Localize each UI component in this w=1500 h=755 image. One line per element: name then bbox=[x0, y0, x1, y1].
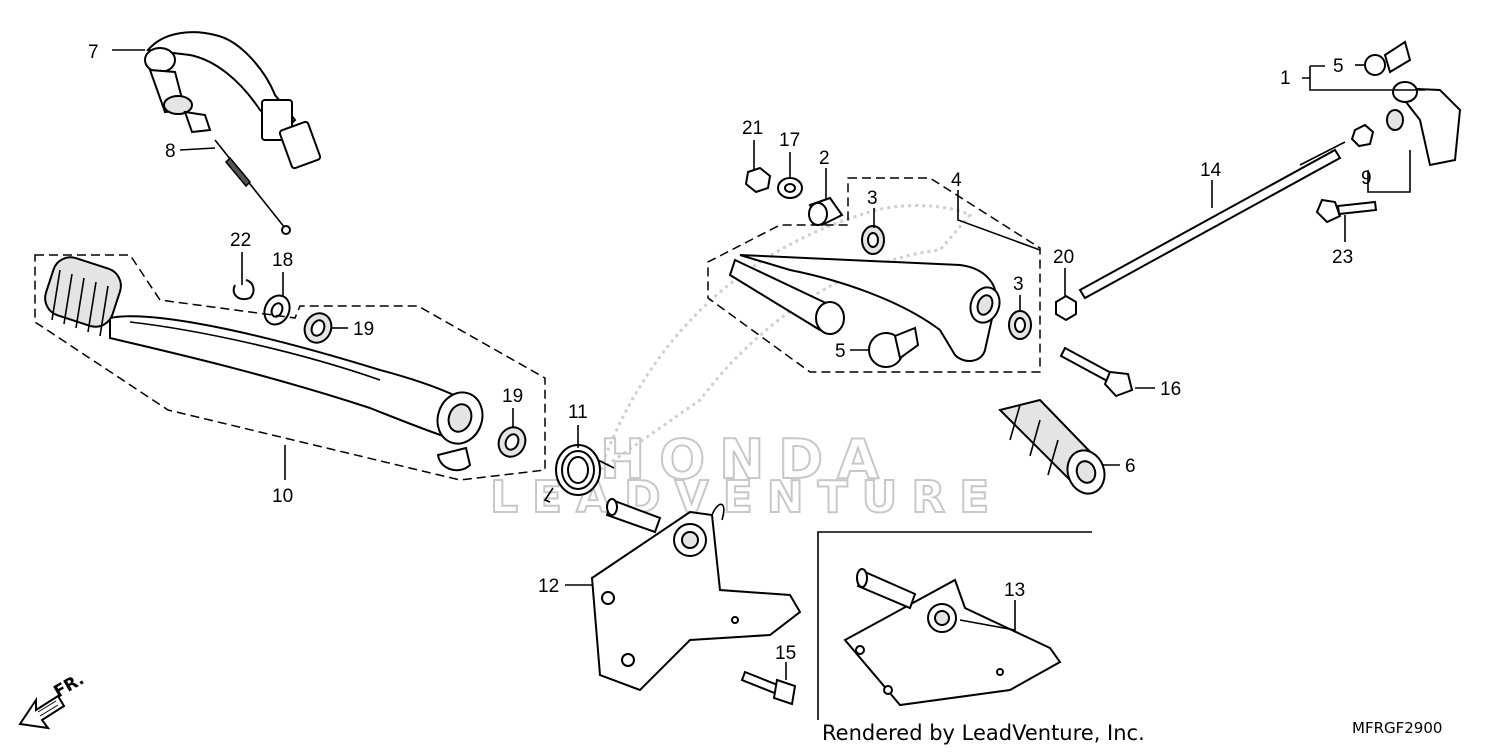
part-9-nut bbox=[1350, 123, 1375, 148]
part-5-rod-end-top bbox=[1364, 40, 1412, 76]
part-3-bushing-right bbox=[1008, 310, 1032, 340]
part-15-bolt bbox=[740, 670, 797, 706]
part-1-joint bbox=[1386, 81, 1462, 167]
part-5-rod-end-center bbox=[868, 326, 920, 368]
callout-labels: 1 2 3 3 4 5 5 6 7 8 9 10 11 12 13 14 15 … bbox=[88, 42, 1372, 664]
callout-5-top: 5 bbox=[1333, 56, 1344, 77]
callout-3-right: 3 bbox=[1013, 274, 1024, 295]
part-19-seal-top bbox=[303, 312, 333, 344]
part-10-assembly-outline bbox=[34, 254, 546, 481]
part-8-rod bbox=[214, 139, 291, 235]
part-3-bushing-top bbox=[861, 225, 885, 255]
part-16-bolt bbox=[1059, 346, 1134, 398]
part-13-inset bbox=[817, 531, 1092, 720]
part-22-clip bbox=[232, 279, 255, 301]
part-4-link-arm bbox=[728, 254, 1001, 362]
callout-2: 2 bbox=[819, 148, 830, 169]
part-17-washer bbox=[777, 177, 803, 199]
callout-1: 1 bbox=[1280, 68, 1291, 89]
callout-19-bottom: 19 bbox=[502, 386, 523, 407]
callout-14: 14 bbox=[1200, 160, 1222, 181]
part-14-shift-rod bbox=[1078, 141, 1346, 300]
callout-11: 11 bbox=[568, 402, 588, 423]
part-10-shift-pedal bbox=[44, 256, 484, 472]
callout-10: 10 bbox=[272, 486, 293, 507]
part-21-nut bbox=[744, 166, 772, 194]
callout-3-top: 3 bbox=[867, 188, 878, 209]
part-7-switch bbox=[144, 31, 322, 170]
front-arrow-icon bbox=[18, 694, 66, 730]
leader-lines bbox=[112, 49, 1425, 680]
callout-20: 20 bbox=[1053, 247, 1074, 268]
callout-17: 17 bbox=[779, 130, 800, 151]
callout-18: 18 bbox=[272, 250, 293, 271]
watermark: HONDA LEADVENTURE bbox=[489, 204, 990, 524]
callout-21: 21 bbox=[742, 118, 763, 139]
part-19-seal-bottom bbox=[497, 426, 527, 458]
part-23-bolt bbox=[1315, 198, 1378, 224]
callout-7: 7 bbox=[88, 42, 99, 63]
callout-5-center: 5 bbox=[835, 341, 846, 362]
part-11-spring bbox=[543, 444, 615, 503]
front-direction-marker: FR. bbox=[18, 669, 88, 730]
part-12-bracket bbox=[590, 498, 802, 692]
watermark-wing-logo bbox=[596, 204, 973, 474]
part-6-footpeg-rubber bbox=[998, 398, 1106, 495]
callout-13: 13 bbox=[1004, 580, 1025, 601]
part-2-collar bbox=[808, 196, 844, 227]
callout-22: 22 bbox=[230, 230, 251, 251]
callout-6: 6 bbox=[1125, 456, 1136, 477]
callout-4: 4 bbox=[951, 170, 962, 191]
callout-12: 12 bbox=[538, 576, 559, 597]
callout-9: 9 bbox=[1361, 168, 1372, 189]
callout-23: 23 bbox=[1332, 247, 1353, 268]
diagram-code: MFRGF2900 bbox=[1352, 719, 1442, 737]
part-18-washer bbox=[263, 294, 291, 326]
callout-19-top: 19 bbox=[353, 319, 374, 340]
callout-16: 16 bbox=[1160, 379, 1181, 400]
part-20-nut bbox=[1055, 294, 1077, 322]
callout-8: 8 bbox=[165, 141, 176, 162]
callout-15: 15 bbox=[775, 643, 796, 664]
rendered-by-credit: Rendered by LeadVenture, Inc. bbox=[822, 721, 1145, 745]
watermark-brand: HONDA bbox=[600, 428, 893, 491]
